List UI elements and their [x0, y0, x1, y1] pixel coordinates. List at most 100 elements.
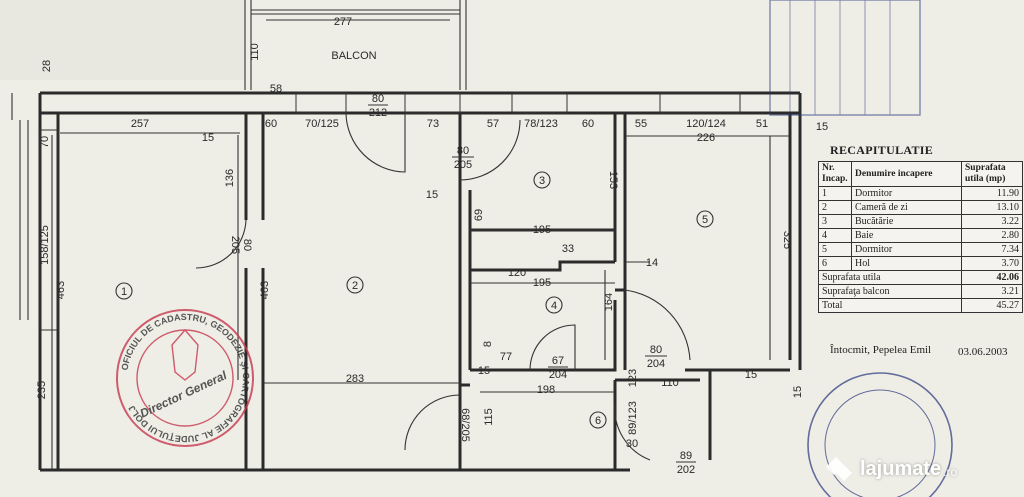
cell-area: 3.22	[961, 214, 1023, 229]
authorization-stamp	[807, 372, 953, 497]
watermark: lajumate .ro	[822, 453, 957, 485]
dim-70-125: 70/125	[305, 118, 339, 130]
total-label: Total	[818, 298, 962, 313]
recap-header-row: Nr. Incap. Denumire incapere Suprafata u…	[818, 161, 1023, 187]
cell-name: Dormitor	[851, 186, 962, 201]
dim-463a: 463	[55, 281, 67, 299]
cell-nr: 2	[818, 200, 852, 215]
dim-80b-num: 80	[457, 145, 469, 157]
recap-panel: RECAPITULATIE Nr. Incap. Denumire incape…	[818, 143, 1023, 313]
signature-date: 03.06.2003	[958, 346, 1008, 358]
dim-325: 325	[781, 231, 793, 249]
room-6-marker: 6	[595, 415, 601, 427]
dimension-lines	[51, 132, 790, 470]
dim-89-123: 89/123	[627, 401, 639, 435]
cell-area: 2.80	[961, 228, 1023, 243]
dim-120: 120	[508, 267, 526, 279]
total-row: Total 45.27	[818, 298, 1023, 313]
room-2-marker: 2	[352, 280, 358, 292]
cell-name: Dormitor	[851, 242, 962, 257]
dim-80c: 80	[650, 344, 662, 356]
cell-name: Hol	[851, 256, 962, 271]
dim-136: 136	[224, 169, 236, 187]
dim-204b: 204	[647, 358, 665, 370]
dimension-labels: 28 58 60 70/125 80 212 73 57 78/123 60 5…	[36, 60, 828, 476]
dim-55: 55	[635, 118, 647, 130]
balcony-width-label: 277	[334, 16, 352, 28]
dim-89: 89	[680, 450, 692, 462]
dim-15b: 15	[426, 189, 438, 201]
balcony-area-label: Suprafaţa balcon	[818, 284, 962, 299]
table-row: 4 Baie 2.80	[818, 228, 1023, 243]
dim-204a: 204	[549, 369, 567, 381]
dim-115: 115	[483, 408, 495, 426]
balcony: 277 110 BALCON	[244, 0, 467, 90]
dim-15d: 15	[745, 369, 757, 381]
dim-15e: 15	[792, 386, 804, 398]
dim-57: 57	[487, 118, 499, 130]
dim-69: 69	[473, 209, 485, 221]
reception-stamp	[769, 0, 921, 116]
cell-nr: 4	[818, 228, 852, 243]
table-row: 5 Dormitor 7.34	[818, 242, 1023, 257]
dim-226: 226	[697, 132, 715, 144]
dim-153: 153	[607, 171, 619, 189]
cell-nr: 6	[818, 256, 852, 271]
dim-28: 28	[41, 60, 53, 72]
table-row: 3 Bucătărie 3.22	[818, 214, 1023, 229]
signature-text: Întocmit, Pepelea Emil	[830, 344, 932, 356]
dim-78-123: 78/123	[524, 118, 558, 130]
dim-15-top: 15	[816, 121, 828, 133]
dim-283: 283	[346, 373, 364, 385]
dim-68-205: 68/205	[459, 408, 471, 442]
dim-195a: 195	[533, 224, 551, 236]
room-3-marker: 3	[539, 175, 545, 187]
usable-area-row: Suprafata utila 42.06	[818, 270, 1023, 285]
recap-title: RECAPITULATIE	[830, 143, 934, 157]
usable-area-value: 42.06	[961, 270, 1023, 285]
table-row: 1 Dormitor 11.90	[818, 186, 1023, 201]
dim-463b: 463	[259, 281, 271, 299]
dim-80b-den: 205	[454, 159, 472, 171]
col-name: Denumire incapere	[851, 161, 962, 187]
cell-nr: 1	[818, 186, 852, 201]
cell-name: Bucătărie	[851, 214, 962, 229]
dim-14: 14	[646, 257, 658, 269]
dim-77: 77	[500, 351, 512, 363]
dim-60a: 60	[265, 118, 277, 130]
room-markers: 1 2 3 4 5 6	[115, 171, 714, 429]
room-4-marker: 4	[551, 300, 557, 312]
dim-158-125: 158/125	[39, 225, 51, 265]
dim-15c: 15	[478, 365, 490, 377]
dim-120-124: 120/124	[686, 118, 726, 130]
cell-area: 11.90	[961, 186, 1023, 201]
lajumate-logo-icon	[826, 457, 852, 481]
balcony-depth-label: 110	[249, 43, 261, 61]
dim-58: 58	[270, 83, 282, 95]
dim-51: 51	[756, 118, 768, 130]
coat-of-arms-icon	[171, 328, 199, 381]
dim-110: 110	[661, 377, 679, 389]
dim-80: 80	[372, 93, 384, 105]
room-5-marker: 5	[702, 214, 708, 226]
dim-67: 67	[552, 355, 564, 367]
dim-212: 212	[369, 107, 387, 119]
dim-202: 202	[677, 464, 695, 476]
balcony-area-row: Suprafaţa balcon 3.21	[818, 284, 1023, 299]
cell-name: Baie	[851, 228, 962, 243]
room-1-marker: 1	[121, 286, 127, 298]
cell-area: 3.70	[961, 256, 1023, 271]
cell-area: 7.34	[961, 242, 1023, 257]
dim-195b: 195	[533, 277, 551, 289]
dim-60b: 60	[582, 118, 594, 130]
cell-nr: 5	[818, 242, 852, 257]
cell-area: 13.10	[961, 200, 1023, 215]
col-nr: Nr. Incap.	[818, 161, 852, 187]
dim-235: 235	[36, 381, 48, 399]
dim-80-205-num: 80	[241, 239, 253, 251]
dim-164: 164	[603, 293, 615, 311]
table-row: 2 Cameră de zi 13.10	[818, 200, 1023, 215]
recap-table: Nr. Incap. Denumire incapere Suprafata u…	[818, 161, 1023, 313]
dim-30: 30	[626, 438, 638, 450]
cell-name: Cameră de zi	[851, 200, 962, 215]
